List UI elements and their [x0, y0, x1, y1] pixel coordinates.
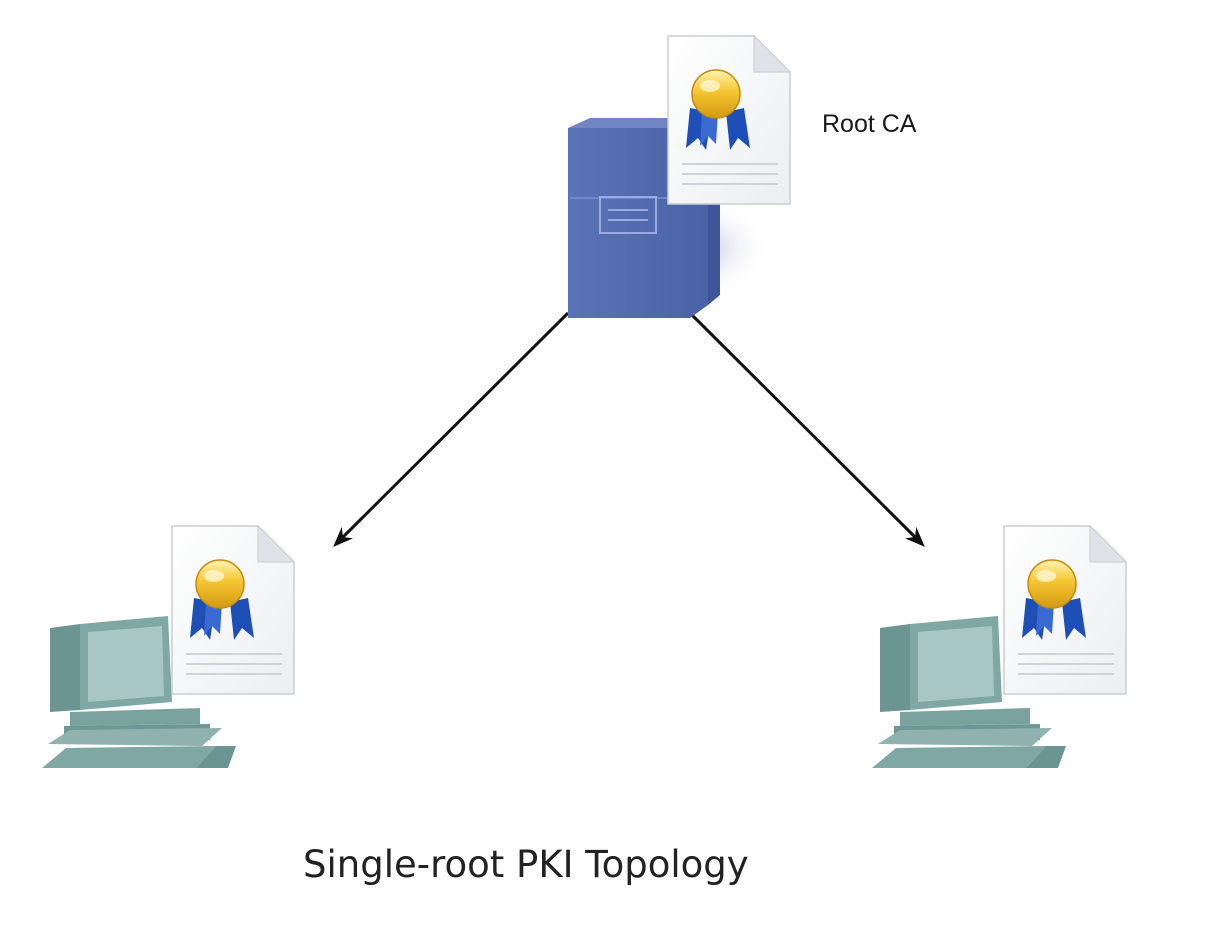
certificate-icon-left — [171, 525, 295, 695]
edge-root-to-left — [333, 311, 570, 547]
certificate-icon-root — [667, 35, 791, 205]
diagram-caption: Single-root PKI Topology — [303, 843, 749, 886]
certificate-icon-right — [1003, 525, 1127, 695]
edge-root-to-right — [688, 311, 925, 547]
root-ca-label: Root CA — [822, 110, 917, 138]
